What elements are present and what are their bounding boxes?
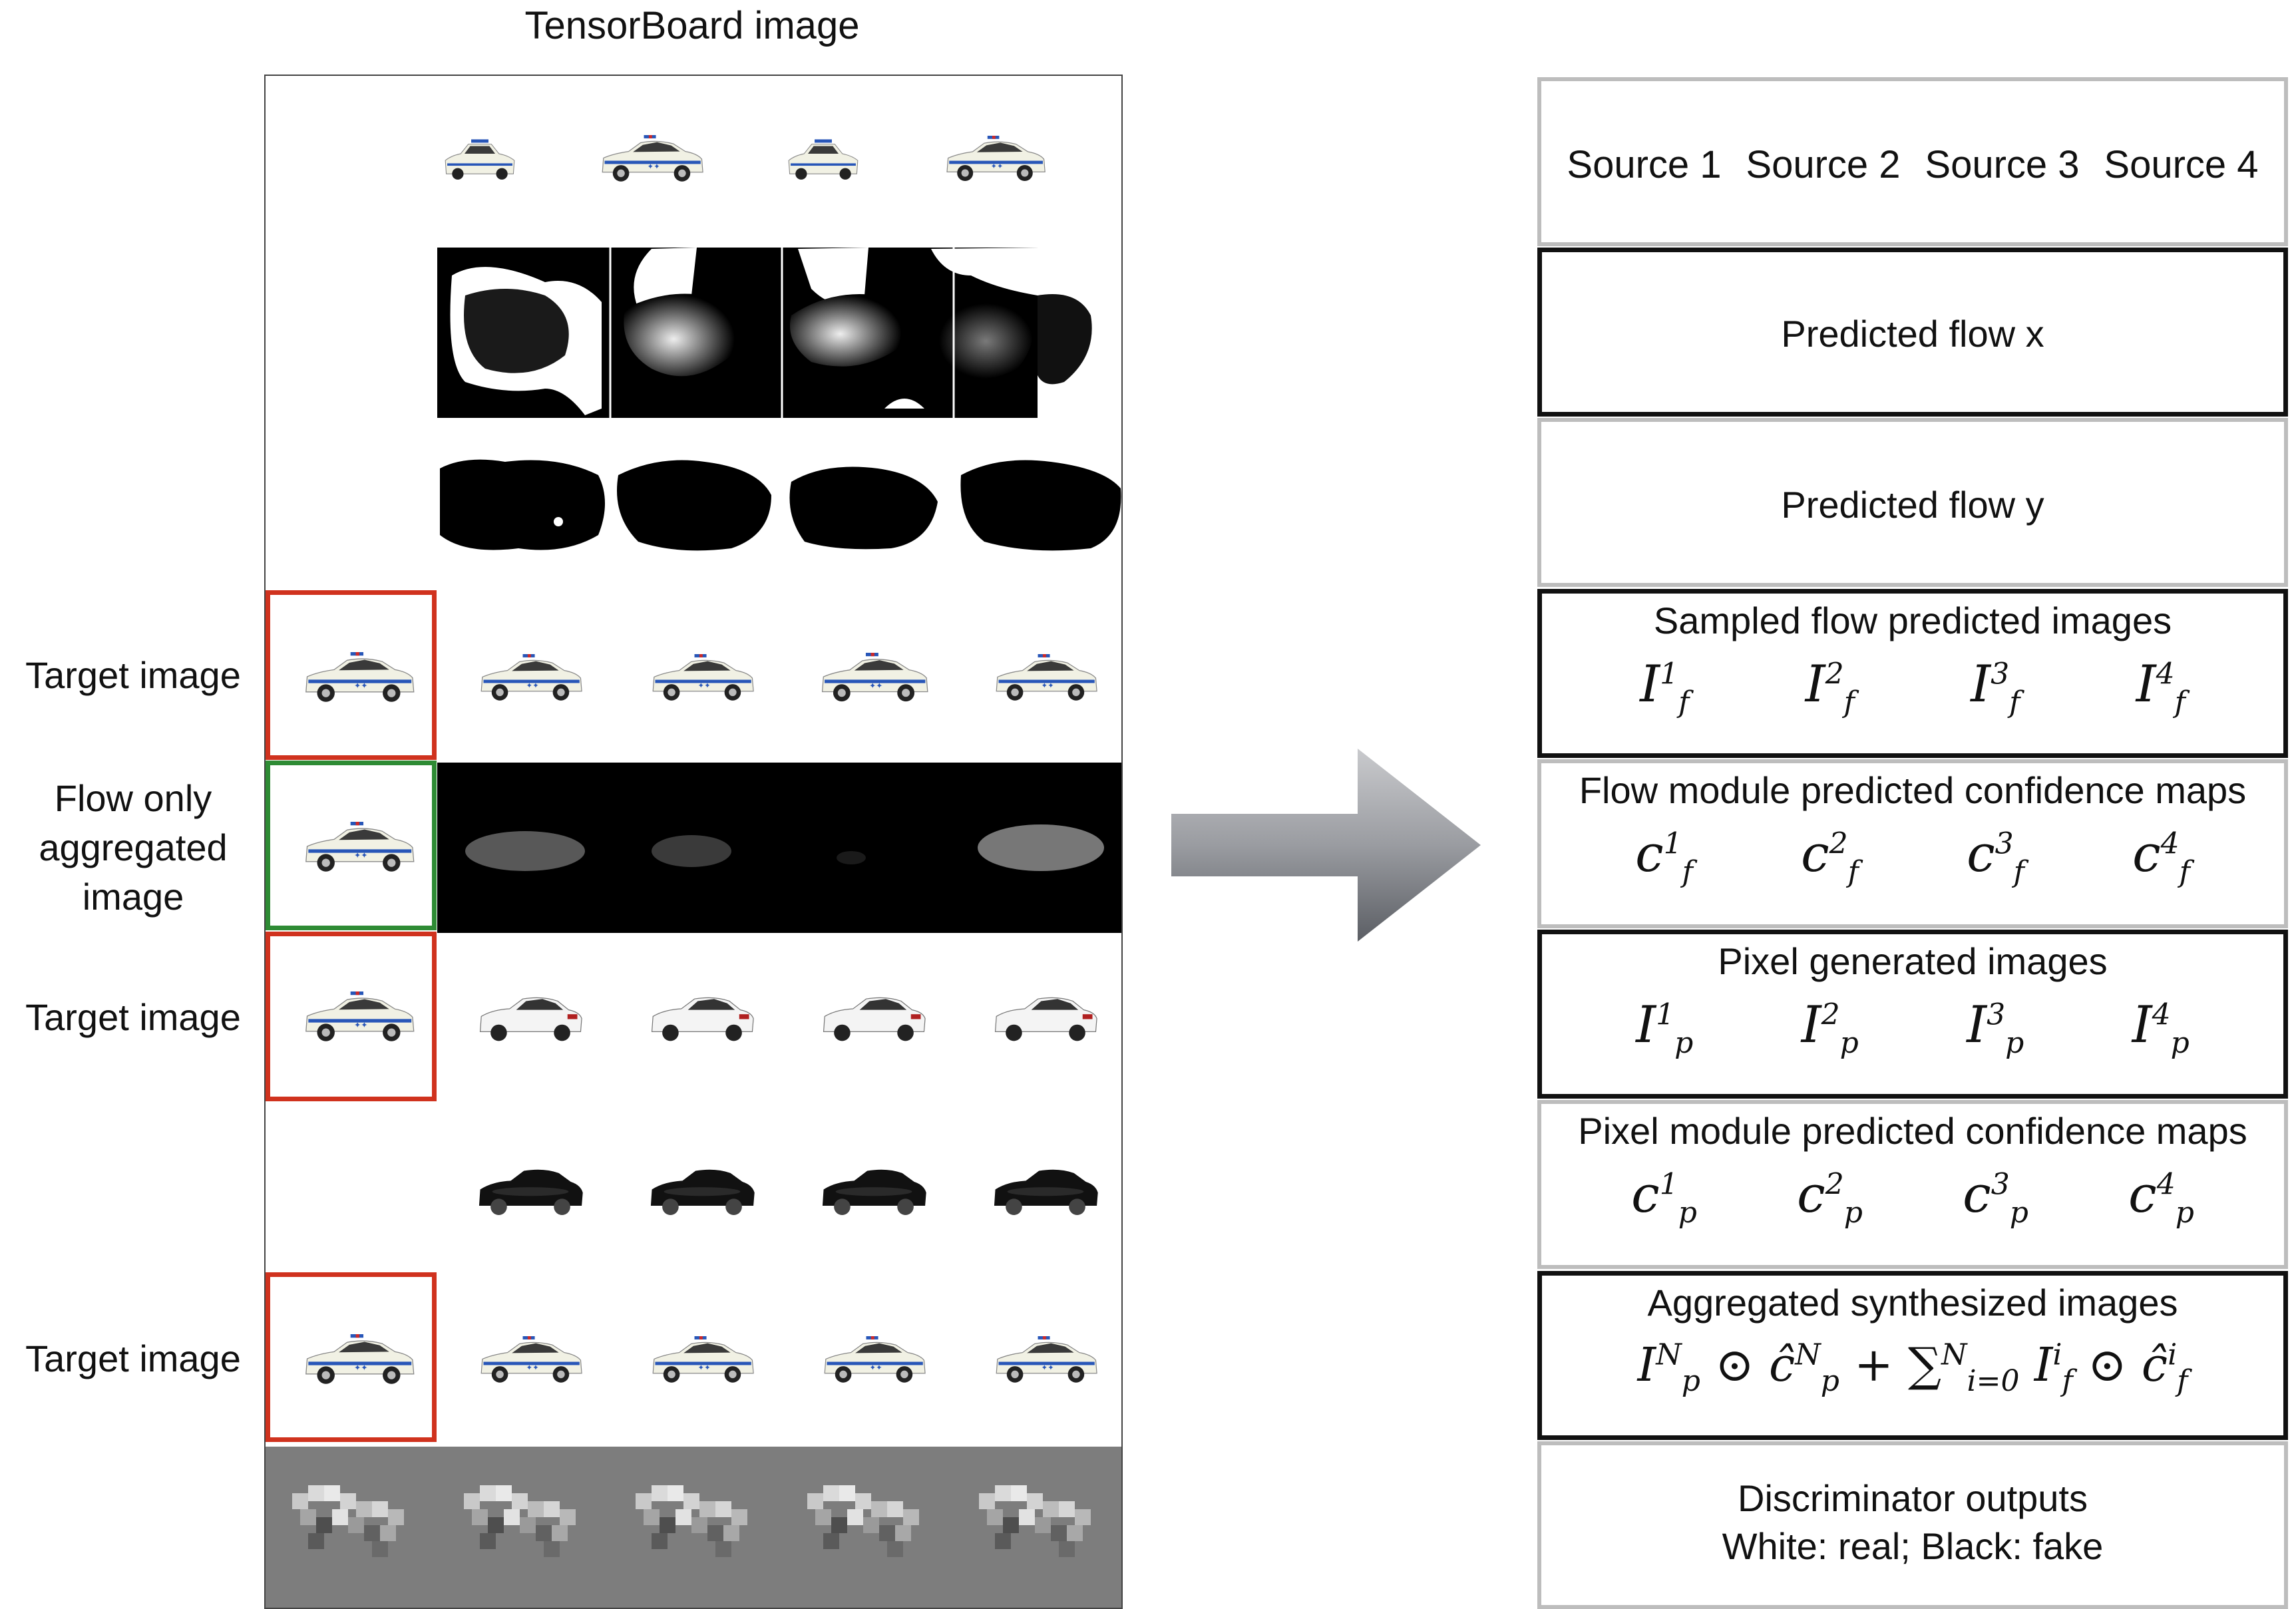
pixel-generated-image-4 — [994, 997, 1097, 1041]
flow-only-frame — [266, 761, 437, 930]
aggregated-image-2 — [652, 1336, 754, 1383]
right-arrow-icon — [1171, 749, 1481, 942]
discriminator-outputs — [266, 1447, 1121, 1608]
tensorboard-image-panel: ✦✦ — [264, 75, 1123, 1609]
symbol-if2: I2f — [1805, 654, 1855, 720]
source-2-image — [602, 134, 703, 182]
source-2-label: Source 2 — [1746, 143, 1901, 186]
source-3-label: Source 3 — [1925, 143, 2080, 186]
discriminator-panel: Discriminator outputs White: real; Black… — [1537, 1441, 2288, 1609]
symbol-if1: I1f — [1640, 654, 1690, 720]
tensorboard-title: TensorBoard image — [524, 4, 860, 47]
source-1-label: Source 1 — [1567, 143, 1722, 186]
pixel-confidence-map-4 — [994, 1169, 1098, 1215]
symbol-cf4: c4f — [2132, 824, 2190, 890]
flow-confidence-maps — [465, 824, 1104, 871]
flow-y-panel: Predicted flow y — [1537, 418, 2288, 587]
symbol-ip4: I4p — [2132, 995, 2190, 1061]
pixel-generated-panel: Pixel generated images I1p I2p I3p I4p — [1537, 930, 2288, 1099]
pixel-confidence-symbols: c1p c2p c3p c4p — [1541, 1164, 2284, 1230]
pixel-generated-image-3 — [823, 997, 926, 1041]
sampled-flow-symbols: I1f I2f I3f I4f — [1542, 654, 2283, 719]
symbol-ip1: I1p — [1636, 995, 1694, 1061]
sampled-flow-image-1 — [480, 653, 582, 701]
pixel-generated-title: Pixel generated images — [1718, 940, 2108, 982]
row-label-target-1: Target image — [25, 654, 241, 696]
pixel-generated-image-2 — [651, 997, 754, 1041]
flow-x-label: Predicted flow x — [1781, 313, 2044, 355]
sampled-flow-image-3 — [821, 652, 928, 702]
aggregation-formula: INp ⊙ ĉNp + ∑Ni=0 Iif ⊙ ĉif — [1637, 1338, 2188, 1398]
aggregated-image-4 — [996, 1336, 1097, 1383]
symbol-cf2: c2f — [1801, 824, 1859, 890]
row-label-flow-only-line-3: image — [82, 876, 184, 918]
symbol-cf1: c1f — [1635, 824, 1693, 890]
flow-confidence-title: Flow module predicted confidence maps — [1579, 769, 2247, 811]
sampled-flow-panel: Sampled flow predicted images I1f I2f I3… — [1537, 589, 2288, 758]
aggregated-title: Aggregated synthesized images — [1647, 1282, 2178, 1324]
source-4-image — [946, 135, 1046, 182]
pixel-generated-image-1 — [479, 997, 582, 1041]
flow-y-label: Predicted flow y — [1781, 484, 2044, 526]
pixel-generated-symbols: I1p I2p I3p I4p — [1542, 995, 2283, 1060]
source-4-label: Source 4 — [2104, 143, 2259, 186]
source-3-image — [788, 138, 859, 180]
flow-y-maps — [440, 459, 1121, 551]
symbol-if3: I3f — [1971, 654, 2020, 720]
symbol-cf3: c3f — [1967, 824, 2024, 890]
flow-x-panel: Predicted flow x — [1537, 248, 2288, 417]
pixel-confidence-map-2 — [650, 1169, 755, 1215]
pixel-confidence-panel: Pixel module predicted confidence maps c… — [1537, 1100, 2288, 1269]
discriminator-line-2: White: real; Black: fake — [1722, 1525, 2104, 1567]
tensorboard-grid: ✦✦ — [266, 134, 1121, 1608]
pixel-confidence-map-1 — [478, 1169, 583, 1215]
row-label-target-3: Target image — [25, 1338, 241, 1379]
row-label-flow-only-line-1: Flow only — [54, 777, 212, 819]
flow-confidence-symbols: c1f c2f c3f c4f — [1541, 824, 2284, 889]
sources-panel: Source 1 Source 2 Source 3 Source 4 — [1537, 77, 2288, 246]
symbol-cp3: c3p — [1963, 1164, 2028, 1230]
flow-confidence-panel: Flow module predicted confidence maps c1… — [1537, 759, 2288, 928]
source-1-image — [445, 138, 515, 180]
discriminator-line-1: Discriminator outputs — [1738, 1477, 2088, 1519]
aggregated-image-1 — [480, 1336, 582, 1383]
symbol-if4: I4f — [2136, 654, 2186, 720]
flow-x-maps — [437, 248, 1121, 418]
target-frame-1 — [266, 590, 437, 760]
aggregated-panel: Aggregated synthesized images INp ⊙ ĉNp … — [1537, 1271, 2288, 1440]
row-label-target-2: Target image — [25, 996, 241, 1038]
target-frame-2 — [266, 932, 437, 1101]
symbol-cp1: c1p — [1631, 1164, 1697, 1230]
sampled-flow-title: Sampled flow predicted images — [1653, 600, 2172, 641]
target-frame-3 — [266, 1272, 437, 1442]
row-label-flow-only: Flow only aggregated image — [7, 774, 260, 922]
symbol-ip2: I2p — [1801, 995, 1859, 1061]
pixel-confidence-title: Pixel module predicted confidence maps — [1578, 1110, 2247, 1152]
sources-row: Source 1 Source 2 Source 3 Source 4 — [1541, 142, 2284, 187]
symbol-cp2: c2p — [1797, 1164, 1863, 1230]
row-label-flow-only-line-2: aggregated — [39, 826, 228, 868]
symbol-ip3: I3p — [1967, 995, 2024, 1061]
aggregated-image-3 — [824, 1336, 926, 1383]
symbol-cp4: c4p — [2128, 1164, 2194, 1230]
sampled-flow-image-2 — [652, 653, 754, 701]
sampled-flow-image-4 — [996, 653, 1097, 701]
pixel-confidence-map-3 — [822, 1169, 926, 1215]
